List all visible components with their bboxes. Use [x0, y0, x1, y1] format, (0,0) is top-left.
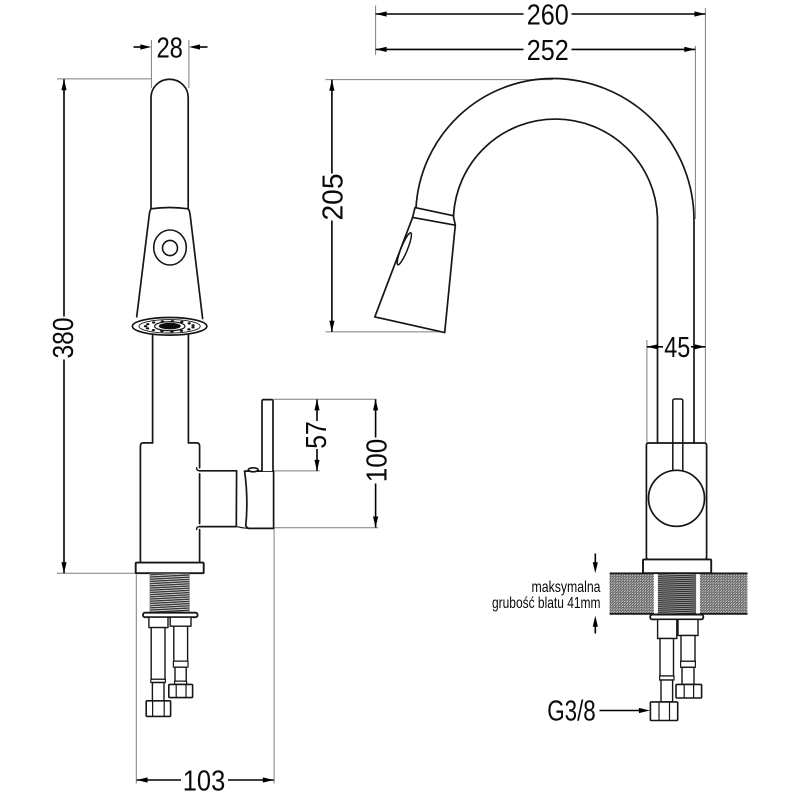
svg-text:grubość blatu 41mm: grubość blatu 41mm [492, 595, 601, 612]
svg-text:103: 103 [183, 766, 226, 798]
svg-text:45: 45 [664, 332, 690, 364]
svg-text:380: 380 [48, 318, 80, 359]
svg-text:57: 57 [301, 421, 333, 449]
svg-text:260: 260 [527, 0, 569, 32]
svg-text:100: 100 [362, 439, 394, 483]
svg-text:252: 252 [527, 35, 569, 67]
svg-text:G3/8: G3/8 [547, 696, 596, 728]
svg-text:maksymalna: maksymalna [532, 579, 601, 596]
svg-text:28: 28 [156, 33, 183, 65]
svg-text:205: 205 [317, 174, 349, 221]
